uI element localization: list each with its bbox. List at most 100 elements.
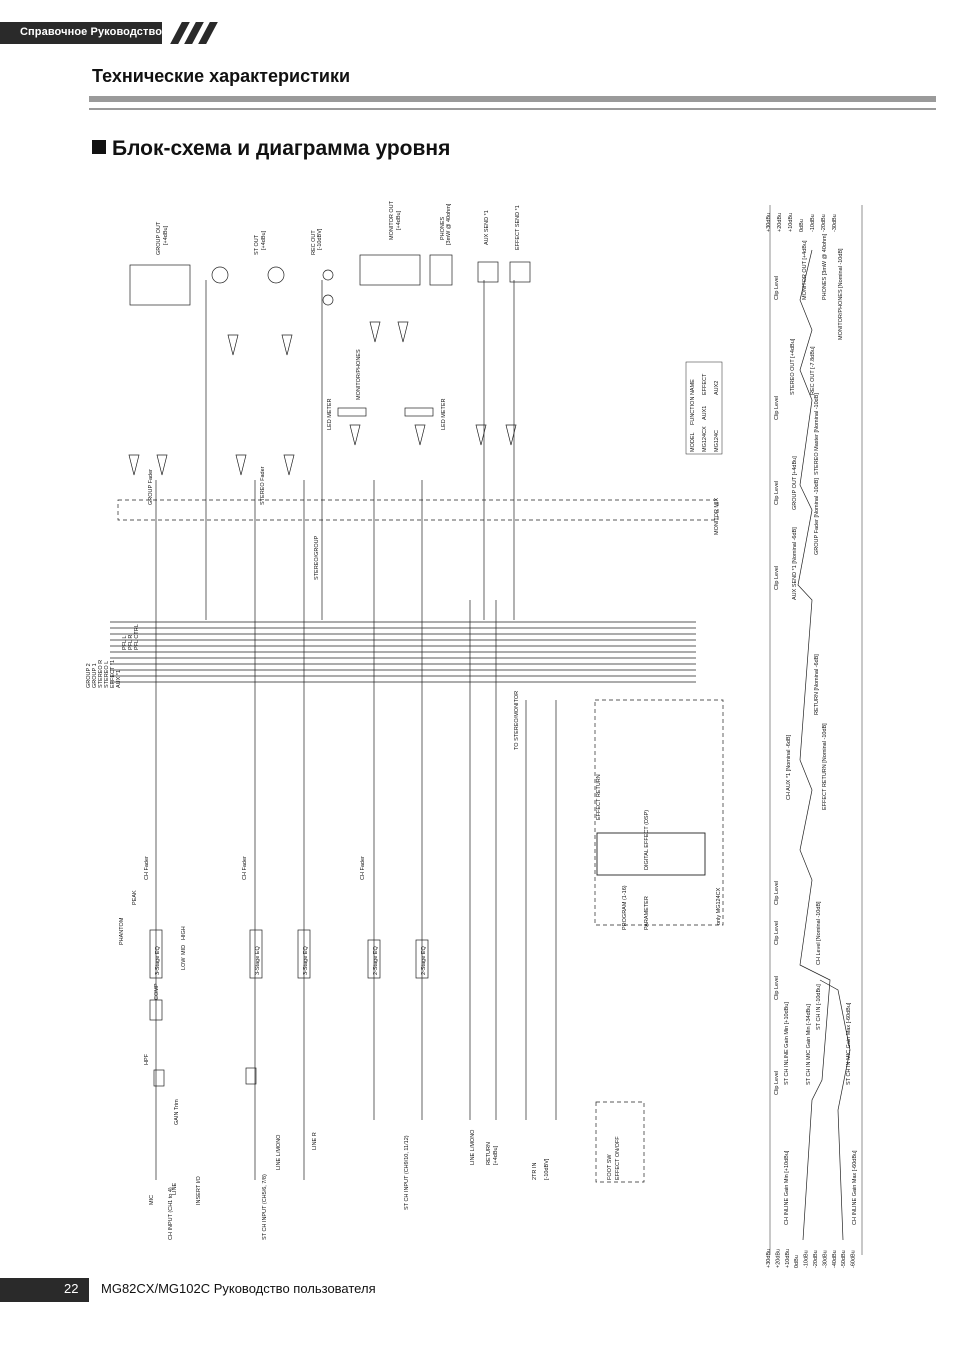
monitor-mix-dashed <box>117 499 719 521</box>
label-bus-aux1: AUX *1 <box>116 670 122 688</box>
ld-rec-out: REC OUT [-7.8dBu] <box>810 346 816 395</box>
note-model: MODEL <box>690 432 696 452</box>
section-rule-thick <box>89 96 936 102</box>
ld-stch-mic-min: ST CH IN MIC Gain Min [-34dBu] <box>806 1004 812 1085</box>
ld-clip-2: Clip Level <box>774 396 780 420</box>
label-aux-send: AUX SEND *1 <box>484 210 490 245</box>
level-scale-right-tick: +10dBu <box>788 213 794 232</box>
label-eq3-ch56-r: 3-Stage EQ <box>303 946 309 975</box>
level-scale-left-tick: +10dBu <box>785 1249 791 1268</box>
level-scale-left-tick: -50dBu <box>841 1250 847 1268</box>
level-scale-right-tick: 0dBu <box>799 219 805 232</box>
label-bus-effect1: EFFECT *1 <box>110 660 116 688</box>
ld-stereo-master: STEREO Master [Nominal -10dB] <box>814 393 820 475</box>
label-phones-spec: [3mW @ 40ohm] <box>446 203 452 245</box>
ld-clip-8: Clip Level <box>774 1071 780 1095</box>
label-insert-io: INSERT I/O <box>196 1175 202 1205</box>
level-scale-left-tick: -10dBu <box>804 1250 810 1268</box>
header-tag-bar <box>0 22 162 44</box>
level-scale-right-tick: +20dBu <box>777 213 783 232</box>
ld-monitor-phones: MONITOR/PHONES [Nominal -10dB] <box>838 248 844 340</box>
label-eq2-ch910: 2-Stage EQ <box>373 946 379 975</box>
note-model-2: MG124C <box>714 430 720 452</box>
level-scale-right-tick: +30dBu <box>766 213 772 232</box>
label-return: RETURN <box>486 1142 492 1165</box>
label-high: HIGH <box>181 926 187 940</box>
ld-clip-5: Clip Level <box>774 881 780 905</box>
dsp-dashed-box <box>594 699 724 926</box>
st-out-jack-r <box>267 266 285 284</box>
label-return-level: [+4dBu] <box>493 1145 499 1165</box>
level-scale-left-tick: +20dBu <box>775 1249 781 1268</box>
label-effect-on-off: EFFECT ON/OFF <box>615 1136 621 1180</box>
label-rec-out: REC OUT <box>311 230 317 255</box>
label-bus-pfl-r: PFL R <box>128 635 134 650</box>
label-hpf: HPF <box>144 1053 150 1065</box>
level-scale-right-tick: -30dBu <box>832 214 838 232</box>
section-title: Технические характеристики <box>92 66 351 86</box>
ld-stch-in: ST CH IN [-10dBu] <box>816 984 822 1030</box>
group-out-jacks <box>129 264 191 306</box>
label-comp: COMP <box>154 983 160 1000</box>
ld-return: RETURN [Nominal -6dB] <box>814 654 820 715</box>
ld-clip-6: Clip Level <box>774 921 780 945</box>
label-effect-return: EFFECT RETURN <box>596 774 602 820</box>
label-to-stereo-monitor: TO STEREO/MONITOR <box>514 691 520 750</box>
ld-phones: PHONES [3mW @ 40ohm] <box>822 233 828 300</box>
label-st-ch-input-910: ST CH INPUT (CH9/10, 11/12) <box>404 1135 410 1210</box>
level-diagram-trace <box>797 249 831 1241</box>
ld-monitor-out: MONITOR OUT [+4dBu] <box>802 240 808 300</box>
label-line-r: LINE R <box>312 1132 318 1150</box>
amp-led-l <box>349 424 361 446</box>
note-function-name: FUNCTION NAME <box>690 379 696 425</box>
header-tag: Справочное Руководство <box>20 26 163 38</box>
ld-stch-inline-gain: ST CH INLINE Gain Min [+10dBu] <box>784 1002 790 1085</box>
heading-bullet <box>92 140 106 154</box>
footsw-dashed-box <box>595 1101 645 1183</box>
label-led-meter-l: LED METER <box>327 398 333 430</box>
page-heading: Блок-схема и диаграмма уровня <box>92 137 450 161</box>
amp-st-ba-r <box>283 454 295 476</box>
ld-ch-inline-max: CH INLINE Gain Max [-60dBu] <box>852 1150 858 1225</box>
eq3-ch56-l <box>249 929 263 979</box>
label-parameter: PARAMETER <box>644 896 650 930</box>
label-ch-input: CH INPUT (CH1 to 4) <box>168 1187 174 1240</box>
label-bus-group1: GROUP 1 <box>92 663 98 688</box>
amp-st-r <box>281 334 293 356</box>
label-eq3-ch1: 3-Stage EQ <box>155 946 161 975</box>
label-stereo-fader: STEREO Fader <box>260 466 266 505</box>
note-effect: EFFECT <box>702 373 708 395</box>
note-model-1: MG124CX <box>702 426 708 452</box>
ld-group-out: GROUP OUT [+4dBu] <box>792 456 798 510</box>
label-ch-fader-1: CH Fader <box>144 856 150 880</box>
label-st-out: ST OUT <box>254 234 260 255</box>
model-note-table <box>685 361 723 455</box>
label-st-out-level: [+4dBu] <box>261 230 267 250</box>
label-mid: MID <box>181 945 187 955</box>
amp-effect-send <box>505 424 517 446</box>
label-phantom: PHANTOM <box>119 917 125 945</box>
label-group-out-level: [+4dBu] <box>163 225 169 245</box>
level-scale-left-tick: 0dBu <box>794 1255 800 1268</box>
st-out-jack-l <box>211 266 229 284</box>
ld-ch-level: CH Level [Nominal -10dB] <box>816 901 822 965</box>
hpf-block-st <box>245 1067 257 1085</box>
amp-st-ba-l <box>235 454 247 476</box>
label-st-ch-input-56: ST CH INPUT (CH5/6, 7/8) <box>262 1174 268 1240</box>
label-monitor-phones: MONITOR/PHONES <box>356 349 362 400</box>
label-mic: MIC <box>149 1195 155 1205</box>
label-2tr-level: [-10dBV] <box>544 1158 550 1180</box>
label-foot-sw: FOOT SW <box>607 1154 613 1180</box>
footer-manual-title: MG82CX/MG102C Руководство пользователя <box>101 1281 376 1296</box>
rec-out-jack-l <box>322 269 334 281</box>
level-scale-left-tick: -40dBu <box>832 1250 838 1268</box>
ld-clip-7: Clip Level <box>774 976 780 1000</box>
label-program: PROGRAM (1-16) <box>622 885 628 930</box>
label-ch-fader-3: CH Fader <box>360 856 366 880</box>
label-ch-fader-2: CH Fader <box>242 856 248 880</box>
label-line: LINE <box>172 1182 178 1195</box>
amp-group1 <box>128 454 140 476</box>
page-heading-text: Блок-схема и диаграмма уровня <box>112 137 451 160</box>
